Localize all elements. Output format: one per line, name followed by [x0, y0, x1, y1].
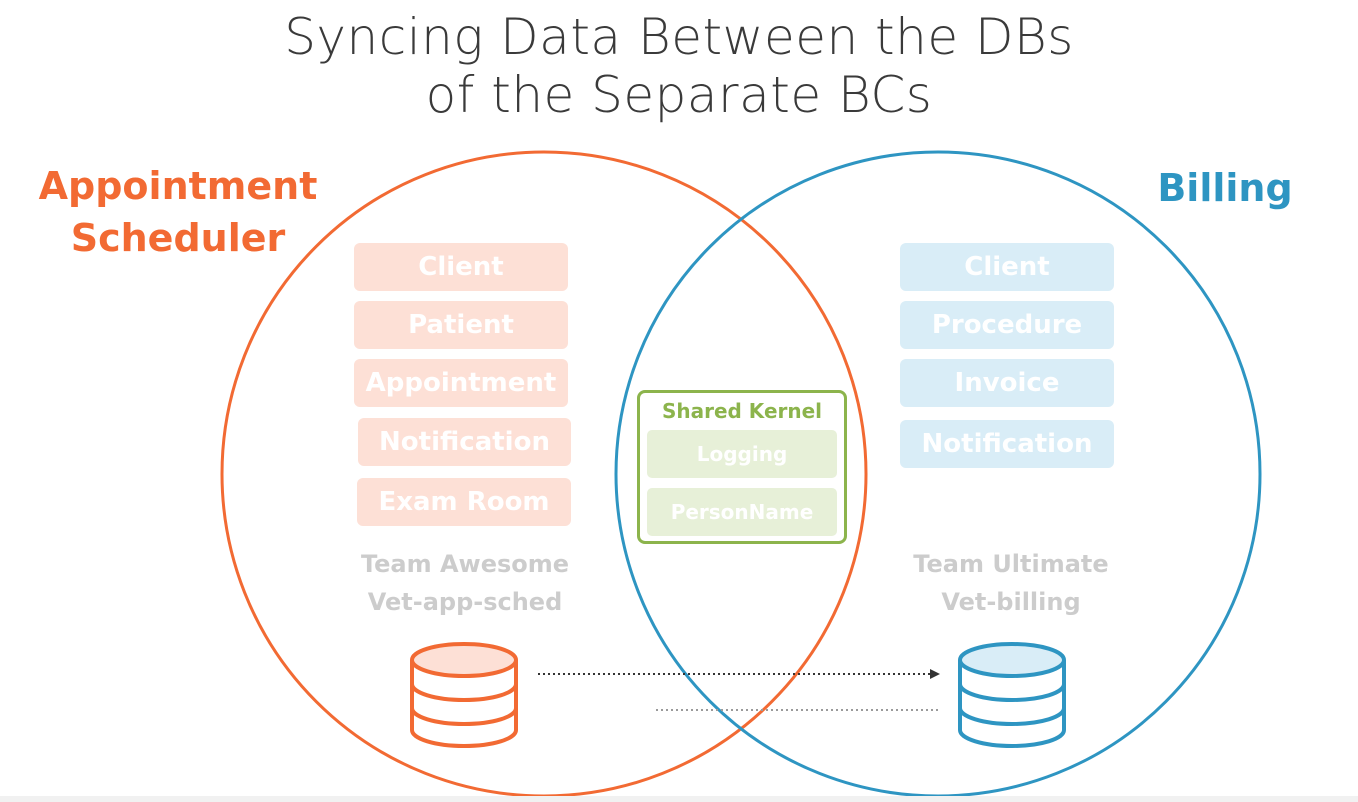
shared-kernel-box: Shared Kernel Logging PersonName	[637, 390, 847, 544]
entity-notification-right: Notification	[900, 420, 1114, 468]
repo-name: Vet-billing	[941, 588, 1081, 616]
entity-appointment: Appointment	[354, 359, 568, 407]
footer-bar	[0, 796, 1358, 802]
title-line-1: Syncing Data Between the DBs	[284, 8, 1074, 66]
entity-procedure: Procedure	[900, 301, 1114, 349]
database-icon	[958, 642, 1066, 748]
appointment-scheduler-label: Appointment Scheduler	[38, 160, 318, 264]
entity-notification-left: Notification	[358, 418, 571, 466]
entity-exam-room: Exam Room	[357, 478, 571, 526]
label-line-2: Scheduler	[70, 216, 286, 260]
page-title: Syncing Data Between the DBs of the Sepa…	[0, 8, 1358, 124]
team-awesome-label: Team Awesome Vet-app-sched	[320, 545, 610, 621]
team-name: Team Awesome	[360, 550, 570, 578]
team-ultimate-label: Team Ultimate Vet-billing	[866, 545, 1156, 621]
repo-name: Vet-app-sched	[367, 588, 563, 616]
billing-label: Billing	[1157, 166, 1293, 210]
entity-client-left: Client	[354, 243, 568, 291]
shared-kernel-title: Shared Kernel	[661, 399, 823, 423]
sync-arrow-head	[930, 669, 940, 679]
kernel-item-personname: PersonName	[647, 488, 837, 536]
title-line-2: of the Separate BCs	[425, 66, 933, 124]
entity-invoice: Invoice	[900, 359, 1114, 407]
kernel-item-logging: Logging	[647, 430, 837, 478]
team-name: Team Ultimate	[913, 550, 1109, 578]
database-icon	[410, 642, 518, 748]
label-line-1: Appointment	[38, 164, 318, 208]
entity-patient: Patient	[354, 301, 568, 349]
entity-client-right: Client	[900, 243, 1114, 291]
